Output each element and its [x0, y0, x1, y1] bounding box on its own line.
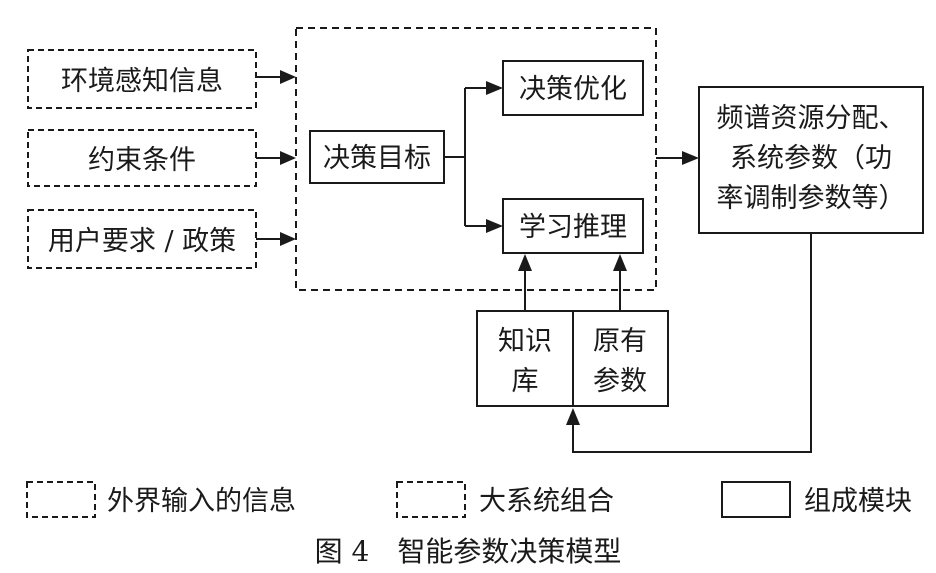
input-box-user-policy: 用户要求 / 政策 [27, 209, 257, 269]
output-label-line2: 系统参数（功 [730, 143, 892, 174]
goal-branch-arrows [444, 81, 503, 233]
input-arrows [256, 70, 296, 246]
input-label-environment: 环境感知信息 [61, 66, 223, 97]
original-params-box: 原有 参数 [572, 310, 669, 407]
legend-label-external: 外界输入的信息 [107, 486, 296, 517]
legend-dashed-swatch [26, 481, 96, 518]
decision-optimize-box: 决策优化 [502, 60, 644, 116]
params-label-line1: 原有 [593, 326, 647, 357]
figure-caption: 图 4 智能参数决策模型 [315, 535, 622, 568]
learning-reasoning-label: 学习推理 [519, 212, 627, 243]
legend-frame-swatch [396, 481, 466, 518]
params-label-line2: 参数 [593, 366, 647, 397]
legend-label-system: 大系统组合 [479, 486, 614, 517]
output-label-line3: 率调制参数等） [717, 183, 906, 214]
feed-up-arrows [518, 254, 627, 311]
knowledge-label-line1: 知识 [498, 326, 552, 357]
decision-goal-box: 决策目标 [309, 130, 445, 184]
decision-optimize-label: 决策优化 [519, 74, 627, 105]
input-box-constraints: 约束条件 [27, 129, 257, 187]
knowledge-base-box: 知识 库 [476, 310, 574, 407]
feedback-arrow [566, 233, 812, 453]
legend-solid-swatch [721, 481, 791, 518]
decision-goal-label: 决策目标 [323, 143, 431, 174]
output-box: 频谱资源分配、 系统参数（功 率调制参数等） [698, 86, 924, 234]
system-frame [295, 27, 657, 291]
output-arrow [656, 151, 699, 165]
output-label-line1: 频谱资源分配、 [717, 103, 906, 134]
input-label-user-policy: 用户要求 / 政策 [48, 226, 236, 257]
learning-reasoning-box: 学习推理 [502, 198, 644, 254]
input-box-environment: 环境感知信息 [27, 49, 257, 109]
legend-label-module: 组成模块 [804, 486, 912, 517]
legend: 外界输入的信息 大系统组合 组成模块 [26, 481, 912, 518]
input-label-constraints: 约束条件 [88, 145, 196, 176]
knowledge-label-line2: 库 [512, 366, 539, 397]
